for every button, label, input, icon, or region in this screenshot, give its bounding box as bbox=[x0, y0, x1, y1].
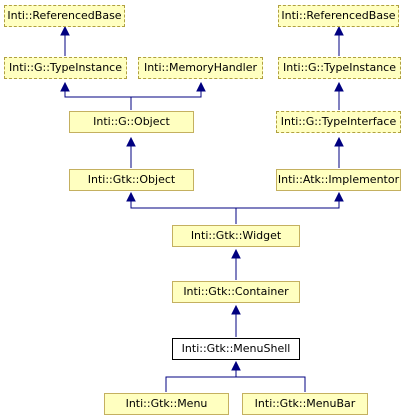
node-container[interactable]: Inti::Gtk::Container bbox=[172, 281, 300, 303]
node-g-object[interactable]: Inti::G::Object bbox=[69, 111, 194, 133]
node-typeinstance-left[interactable]: Inti::G::TypeInstance bbox=[4, 57, 127, 79]
node-gtk-object[interactable]: Inti::Gtk::Object bbox=[69, 169, 194, 191]
edge-widget-to-gtk-object bbox=[131, 193, 237, 224]
node-implementor[interactable]: Inti::Atk::Implementor bbox=[276, 169, 401, 191]
node-widget[interactable]: Inti::Gtk::Widget bbox=[172, 225, 300, 247]
node-typeinstance-right[interactable]: Inti::G::TypeInstance bbox=[278, 57, 401, 79]
edge-g-object-to-memoryhandler bbox=[131, 83, 201, 98]
node-referencedbase-left[interactable]: Inti::ReferencedBase bbox=[4, 5, 125, 27]
node-menu[interactable]: Inti::Gtk::Menu bbox=[104, 393, 229, 415]
node-menushell: Inti::Gtk::MenuShell bbox=[172, 338, 300, 360]
edge-widget-to-implementor bbox=[236, 193, 339, 209]
edge-menubar-to-menushell bbox=[236, 376, 306, 392]
edge-menu-to-menushell bbox=[165, 362, 236, 392]
node-referencedbase-right[interactable]: Inti::ReferencedBase bbox=[278, 5, 399, 27]
node-menubar[interactable]: Inti::Gtk::MenuBar bbox=[242, 393, 368, 415]
edge-g-object-to-typeinstance-left bbox=[65, 83, 132, 110]
node-typeinterface[interactable]: Inti::G::TypeInterface bbox=[276, 111, 401, 133]
node-memoryhandler[interactable]: Inti::MemoryHandler bbox=[138, 57, 263, 79]
